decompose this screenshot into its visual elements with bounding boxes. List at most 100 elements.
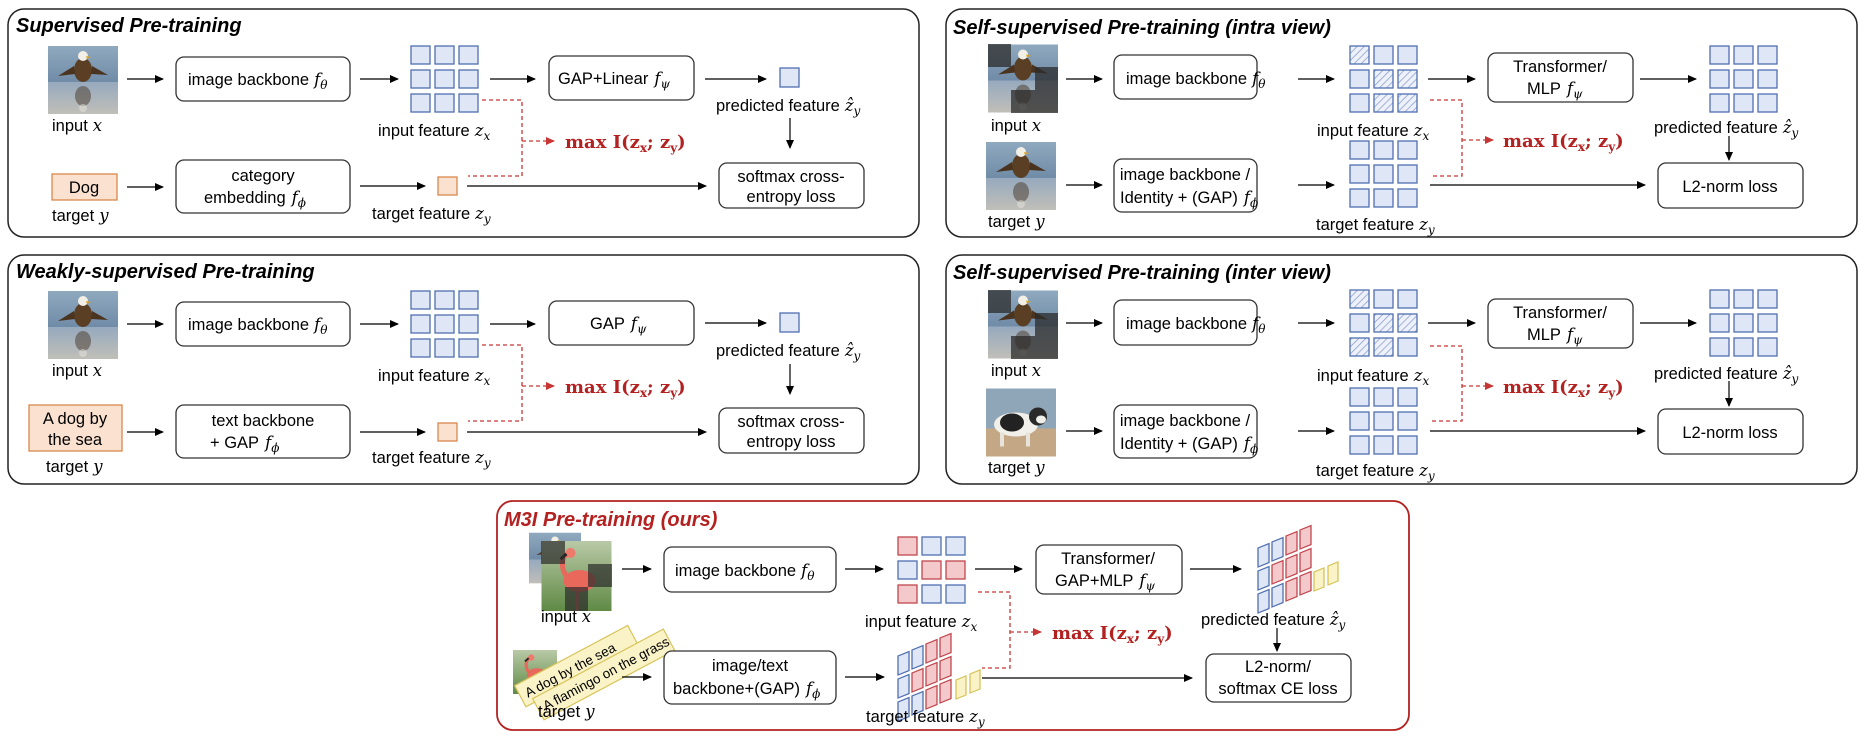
embed-line2: backbone+(GAP)fϕ xyxy=(673,679,820,701)
mi-objective: max I(zx; zy) xyxy=(565,377,686,400)
target-feature-cell xyxy=(437,422,458,442)
embed-box xyxy=(663,650,837,705)
backbone-box xyxy=(1113,299,1258,346)
head-box xyxy=(1487,52,1634,103)
mi-objective: max I(zx; zy) xyxy=(1503,131,1624,154)
loss-box xyxy=(1657,408,1804,455)
loss-box xyxy=(718,162,865,209)
loss-line1: L2-norm/ xyxy=(1245,658,1311,676)
embed-line2: Identity + (GAP)fϕ xyxy=(1120,188,1258,210)
embed-line2: Identity + (GAP)fϕ xyxy=(1120,434,1258,456)
target-feature-grid xyxy=(1349,387,1418,455)
target-feature-stack xyxy=(897,632,981,722)
embed-box xyxy=(175,404,351,459)
predicted-feature-cell xyxy=(779,67,800,88)
predicted-feature-grid xyxy=(1709,45,1778,113)
panel-title: Weakly-supervised Pre-training xyxy=(16,261,315,283)
embed-line1: category xyxy=(231,167,295,185)
input-feature-grid xyxy=(1349,289,1418,357)
loss-line2: entropy loss xyxy=(747,188,836,206)
target-line2: the sea xyxy=(48,431,103,449)
mi-link xyxy=(1430,99,1463,177)
backbone-box xyxy=(1113,54,1258,100)
target-label-box xyxy=(28,404,123,452)
mi-link xyxy=(978,591,1011,669)
target-line1: A dog by xyxy=(43,410,108,428)
embed-line1: text backbone xyxy=(212,412,315,430)
mi-objective: max I(zx; zy) xyxy=(1052,623,1173,646)
head-box xyxy=(548,55,695,101)
embed-box xyxy=(1113,404,1258,459)
input-image xyxy=(48,46,118,114)
predicted-feature-stack xyxy=(1257,524,1339,614)
panel-frame xyxy=(496,500,1410,731)
backbone-box xyxy=(175,301,351,347)
backbone-box xyxy=(175,56,351,102)
loss-box xyxy=(1657,162,1804,209)
embed-box xyxy=(175,159,351,214)
head-box xyxy=(548,300,695,346)
panel-title: Self-supervised Pre-training (inter view… xyxy=(953,262,1331,284)
panel-self-supervised-intra: Self-supervised Pre-training (intra view… xyxy=(945,8,1858,238)
head-line1: Transformer/ xyxy=(1061,550,1155,568)
panel-frame xyxy=(945,8,1858,238)
mi-objective: max I(zx; zy) xyxy=(565,132,686,155)
embed-line1: image backbone / xyxy=(1120,412,1251,430)
panel-self-supervised-inter: Self-supervised Pre-training (inter view… xyxy=(945,254,1858,485)
masked-input-image xyxy=(988,290,1058,359)
input-feature-grid xyxy=(410,45,479,113)
loss-label: L2-norm loss xyxy=(1682,424,1777,442)
loss-box xyxy=(718,407,865,454)
panel-title: Supervised Pre-training xyxy=(16,15,242,37)
head-box xyxy=(1487,298,1634,349)
loss-line2: entropy loss xyxy=(747,433,836,451)
input-image xyxy=(48,291,118,359)
loss-line1: softmax cross- xyxy=(737,168,844,186)
target-label-box xyxy=(51,173,118,201)
head-line1: Transformer/ xyxy=(1513,304,1607,322)
mi-link xyxy=(468,344,523,422)
input-feature-grid xyxy=(1349,45,1418,113)
panel-frame xyxy=(945,254,1858,485)
loss-line2: softmax CE loss xyxy=(1218,680,1337,698)
panel-frame xyxy=(7,254,920,485)
predicted-feature-cell xyxy=(779,312,800,333)
target-image xyxy=(986,388,1056,457)
loss-line1: softmax cross- xyxy=(737,413,844,431)
panel-title: Self-supervised Pre-training (intra view… xyxy=(953,17,1331,39)
panel-title: M3I Pre-training (ours) xyxy=(504,509,718,531)
predicted-feature-grid xyxy=(1709,289,1778,357)
